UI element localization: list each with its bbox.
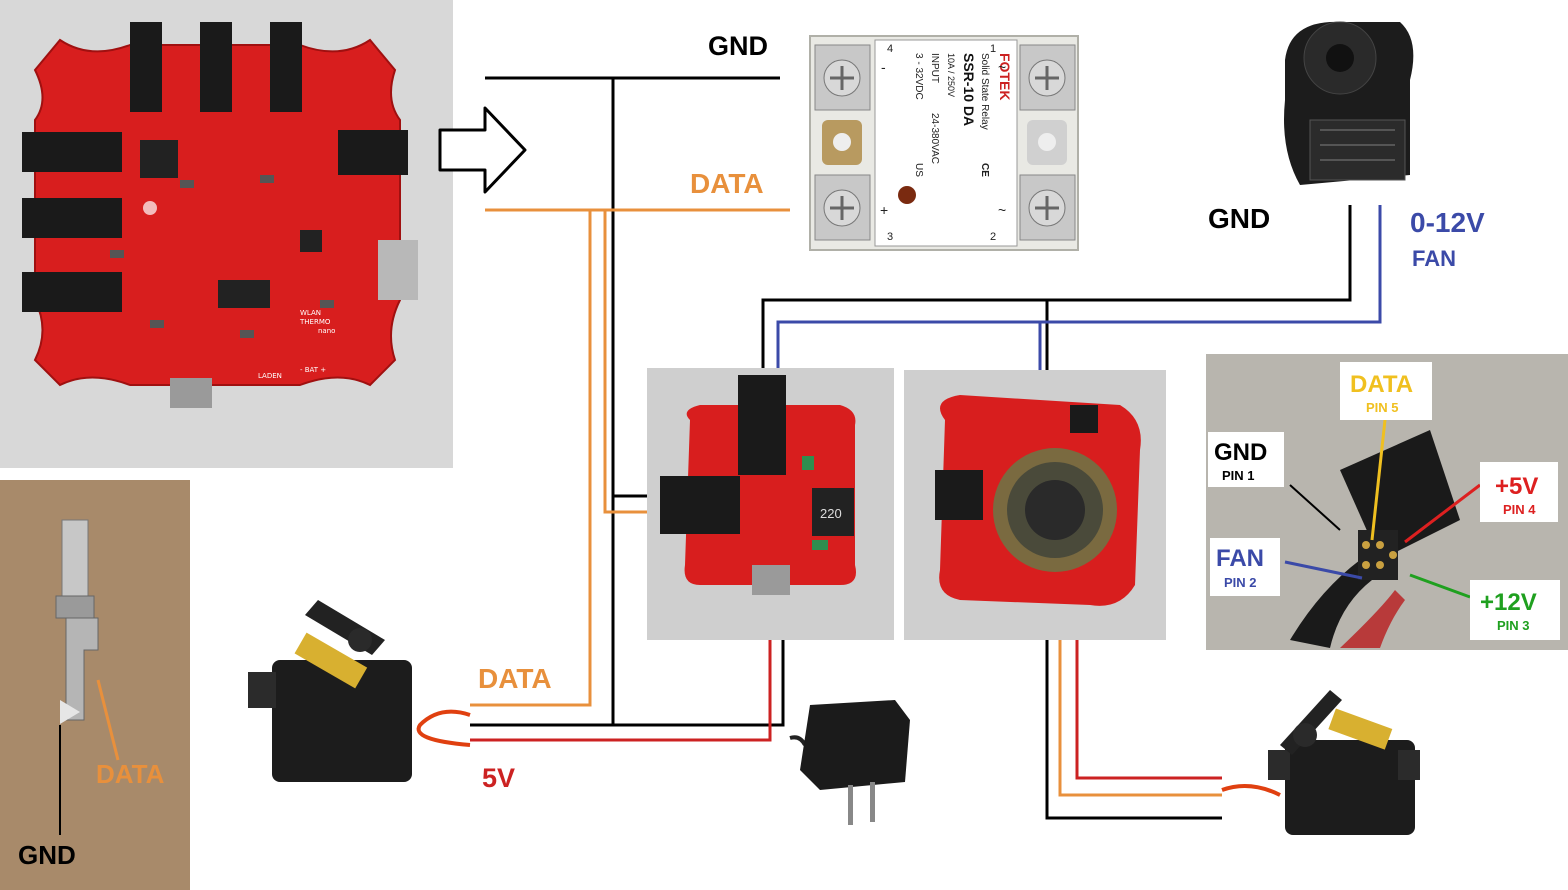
jack-plug-photo: DATA GND: [0, 480, 190, 890]
servo-left: [248, 600, 470, 782]
pin2-name: FAN: [1216, 545, 1264, 572]
fan-voltage-label: 0-12V: [1410, 207, 1485, 238]
gnd-fan-label: GND: [1208, 203, 1270, 234]
board-logo-line1: WLAN: [300, 309, 321, 317]
pin4-number: PIN 4: [1503, 502, 1536, 517]
board-bat-label: - BAT +: [300, 366, 326, 374]
ssr-us: US: [913, 163, 924, 177]
ssr-pin3: 3: [887, 231, 893, 243]
pin3-number: PIN 3: [1497, 618, 1530, 633]
module-front-photo: 220: [647, 368, 894, 640]
module-inductor-label: 220: [820, 506, 842, 521]
pin3-name: +12V: [1480, 589, 1537, 616]
controller-board-photo: WLAN THERMO nano LADEN - BAT +: [0, 0, 453, 468]
board-logo-line3: nano: [318, 327, 335, 335]
pin4-name: +5V: [1495, 473, 1538, 500]
power-5v-label: 5V: [482, 763, 515, 793]
jack-gnd-label: GND: [18, 840, 76, 870]
pinout-photo: DATA PIN 5 GND PIN 1 +5V PIN 4 FAN PIN 2…: [1206, 354, 1568, 650]
ssr-model: SSR-10 DA: [961, 53, 977, 126]
jack-data-label: DATA: [96, 759, 165, 789]
ssr-rating: 10A / 250V: [946, 53, 956, 97]
solid-state-relay: FOTEK Solid State Relay SSR-10 DA 10A / …: [810, 36, 1078, 250]
servo-right: [1222, 690, 1420, 835]
ssr-input-label: INPUT: [929, 53, 940, 83]
ssr-output-range: 24-380VAC: [929, 113, 940, 164]
ssr-tilde-1: ~: [998, 59, 1006, 75]
module-back-photo: [904, 370, 1166, 640]
ssr-line1: Solid State Relay: [979, 53, 990, 130]
data-bottom-label: DATA: [478, 663, 552, 694]
fan-name-label: FAN: [1412, 246, 1456, 271]
ssr-tilde-2: ~: [998, 202, 1006, 218]
ssr-pin2: 2: [990, 231, 996, 243]
pin5-name: DATA: [1350, 371, 1413, 398]
power-adapter: [790, 700, 910, 825]
pin2-number: PIN 2: [1224, 575, 1257, 590]
pin5-number: PIN 5: [1366, 400, 1399, 415]
data-top-label: DATA: [690, 168, 764, 199]
ssr-cert: CE: [979, 163, 990, 177]
board-logo-line2: THERMO: [299, 318, 331, 326]
gnd-top-label: GND: [708, 31, 768, 61]
ssr-input-range: 3 - 32VDC: [913, 53, 924, 100]
ssr-minus: -: [881, 59, 886, 75]
ssr-pin1: 1: [990, 43, 996, 55]
pin1-number: PIN 1: [1222, 468, 1255, 483]
blower-fan: [1284, 22, 1413, 185]
ssr-plus: +: [880, 202, 888, 218]
board-laden-label: LADEN: [258, 372, 282, 380]
pin1-name: GND: [1214, 439, 1267, 466]
ssr-pin4: 4: [887, 43, 893, 55]
